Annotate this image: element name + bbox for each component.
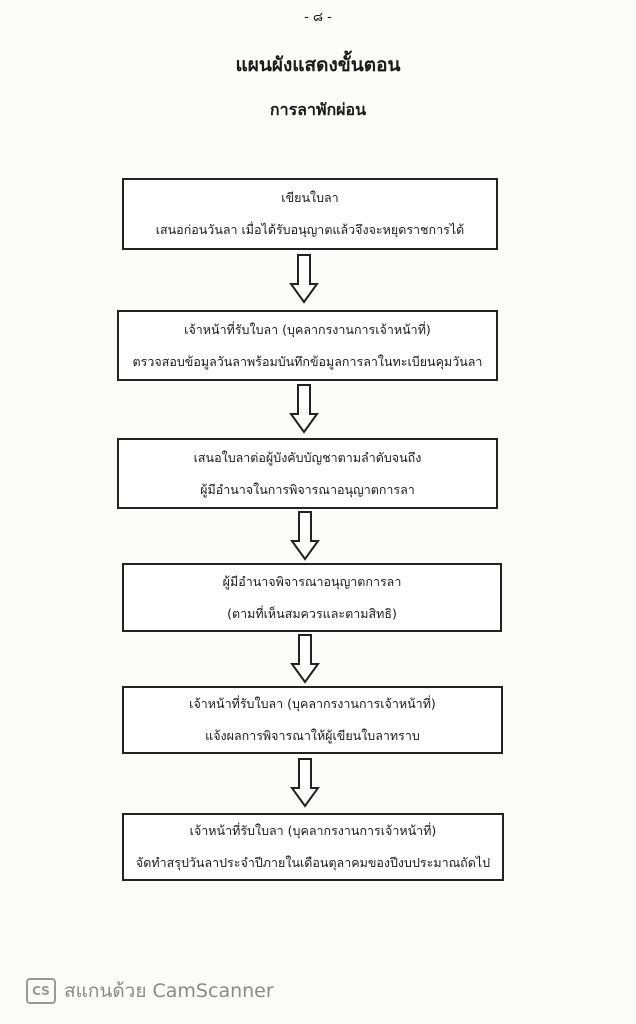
down-arrow-icon	[289, 384, 319, 434]
watermark-text: สแกนด้วย CamScanner	[64, 980, 274, 1002]
flow-step-4: ผู้มีอำนาจพิจารณาอนุญาตการลา (ตามที่เห็น…	[122, 563, 502, 632]
step-line-1: เจ้าหน้าที่รับใบลา (บุคลากรงานการเจ้าหน้…	[184, 321, 431, 337]
camscanner-logo-icon: CS	[26, 978, 56, 1004]
step-line-2: ตรวจสอบข้อมูลวันลาพร้อมบันทึกข้อมูลการลา…	[132, 353, 483, 369]
down-arrow-icon	[290, 634, 320, 684]
step-line-2: ผู้มีอำนาจในการพิจารณาอนุญาตการลา	[200, 481, 415, 497]
step-line-2: (ตามที่เห็นสมควรและตามสิทธิ)	[227, 605, 397, 621]
step-line-1: เขียนใบลา	[281, 190, 339, 205]
flow-step-1: เขียนใบลา เสนอก่อนวันลา เมื่อได้รับอนุญา…	[122, 178, 498, 250]
step-line-1: เจ้าหน้าที่รับใบลา (บุคลากรงานการเจ้าหน้…	[189, 823, 437, 838]
step-line-1: เจ้าหน้าที่รับใบลา (บุคลากรงานการเจ้าหน้…	[189, 696, 436, 711]
page-title: แผนผังแสดงขั้นตอน	[235, 54, 401, 76]
step-line-2: แจ้งผลการพิจารณาให้ผู้เขียนใบลาทราบ	[205, 728, 420, 743]
down-arrow-icon	[289, 254, 319, 304]
camscanner-watermark: CS สแกนด้วย CamScanner	[26, 976, 274, 1006]
step-line-2: จัดทำสรุปวันลาประจำปีภายในเดือนตุลาคมของ…	[135, 855, 491, 870]
step-line-1: เสนอใบลาต่อผู้บังคับบัญชาตามลำดับจนถึง	[193, 449, 422, 465]
down-arrow-icon	[290, 758, 320, 808]
page-subtitle: การลาพักผ่อน	[269, 100, 367, 119]
flow-step-3: เสนอใบลาต่อผู้บังคับบัญชาตามลำดับจนถึง ผ…	[117, 438, 498, 509]
flow-step-6: เจ้าหน้าที่รับใบลา (บุคลากรงานการเจ้าหน้…	[122, 813, 504, 881]
down-arrow-icon	[290, 511, 320, 561]
step-line-2: เสนอก่อนวันลา เมื่อได้รับอนุญาตแล้วจึงจะ…	[155, 222, 465, 237]
flow-step-5: เจ้าหน้าที่รับใบลา (บุคลากรงานการเจ้าหน้…	[122, 686, 503, 754]
step-line-1: ผู้มีอำนาจพิจารณาอนุญาตการลา	[222, 573, 402, 589]
page-number: - ๘ -	[304, 10, 332, 25]
flow-step-2: เจ้าหน้าที่รับใบลา (บุคลากรงานการเจ้าหน้…	[117, 310, 498, 381]
